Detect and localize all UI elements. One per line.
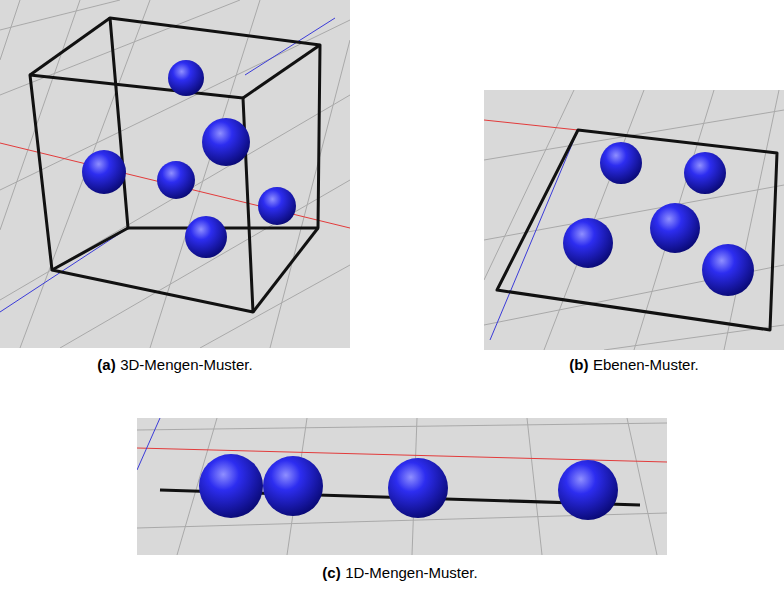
figure-caption: (c) 1D-Mengen-Muster.	[322, 564, 477, 581]
scene-3d-set	[0, 0, 350, 348]
subfigure-tag: (a)	[97, 356, 115, 373]
figure-caption: (a) 3D-Mengen-Muster.	[97, 356, 252, 373]
figure-caption: (b) Ebenen-Muster.	[569, 356, 699, 373]
scene-plane	[484, 90, 784, 350]
scene-1d-set	[137, 418, 667, 555]
subfigure-title: Ebenen-Muster.	[593, 356, 699, 373]
subfigure-tag: (c)	[322, 564, 340, 581]
subfigure-title: 3D-Mengen-Muster.	[120, 356, 253, 373]
subfigure-tag: (b)	[569, 356, 588, 373]
subfigure-title: 1D-Mengen-Muster.	[345, 564, 478, 581]
